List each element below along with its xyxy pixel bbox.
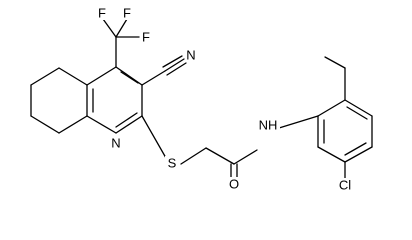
amide-nh-label: NH [259, 118, 278, 133]
bond [344, 146, 373, 163]
sulfur-label: S [168, 156, 177, 171]
bond [102, 18, 117, 38]
bond [86, 115, 117, 134]
bond [141, 70, 166, 86]
bond [115, 18, 128, 38]
chlorine-label: Cl [339, 178, 351, 193]
bond [141, 115, 167, 159]
bond [166, 62, 187, 76]
bond [346, 106, 368, 120]
bond [115, 115, 143, 134]
fluorine-label: F [123, 6, 131, 21]
pyridine-nitrogen-label: N [111, 136, 120, 151]
bond [278, 115, 319, 129]
bond [162, 55, 183, 68]
bond [164, 58, 185, 72]
bond [233, 149, 258, 165]
fluorine-label: F [98, 6, 106, 21]
molecule-structure: F F F N N S O NH Cl [30, 6, 373, 193]
bond [115, 112, 138, 128]
bond [120, 71, 139, 84]
bond [324, 56, 346, 69]
atom-labels: F F F N N S O NH Cl [96, 6, 354, 193]
nitrile-nitrogen-label: N [186, 48, 195, 63]
bond [180, 147, 207, 165]
bond-lines [30, 18, 373, 181]
bond [344, 99, 373, 117]
bond [317, 99, 346, 117]
bond [344, 142, 367, 156]
bond [86, 66, 117, 86]
oxygen-label: O [229, 177, 239, 192]
bond [317, 146, 346, 163]
bond [58, 115, 88, 134]
bond [115, 66, 143, 86]
bond [205, 147, 235, 165]
bond [30, 67, 60, 86]
fluorine-label: F [142, 30, 150, 45]
bond [58, 67, 88, 86]
bond [30, 115, 60, 134]
